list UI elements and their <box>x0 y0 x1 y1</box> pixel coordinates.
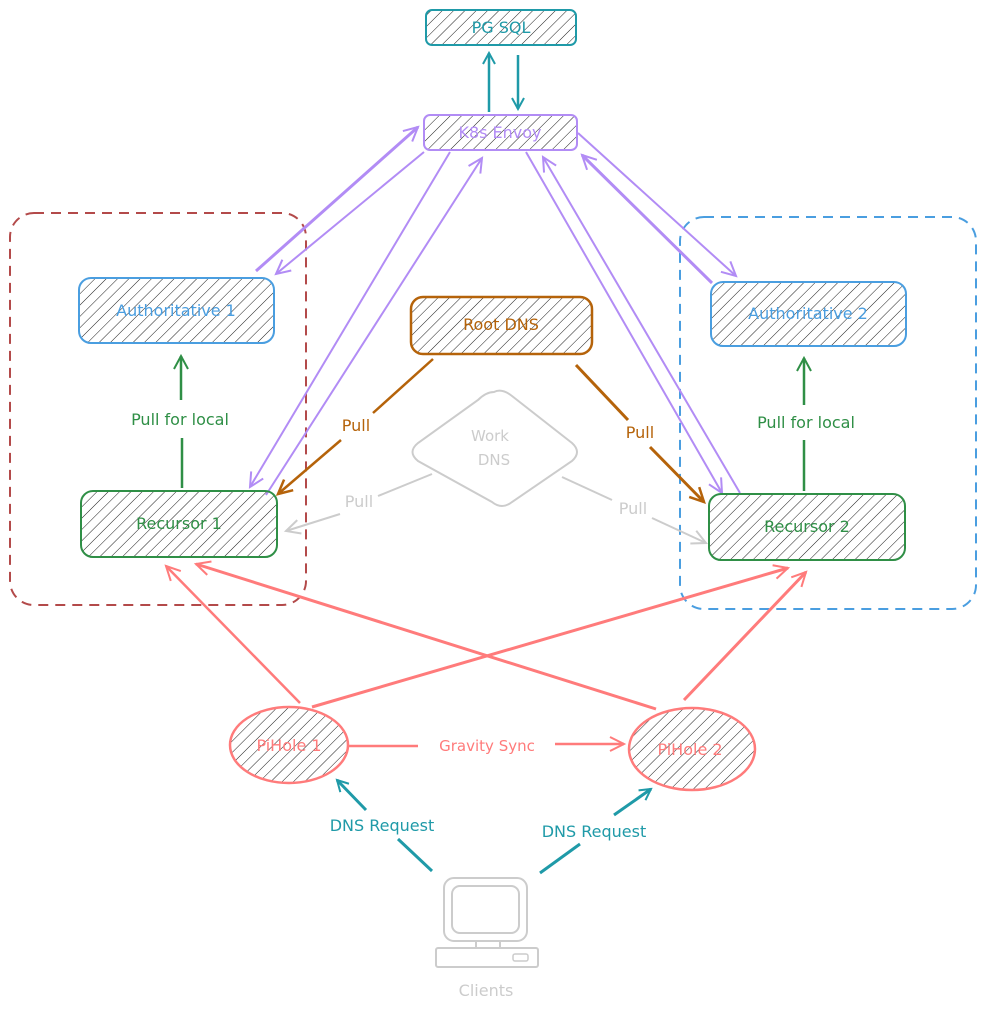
clients-label: Clients <box>459 981 514 1000</box>
group-2-boundary <box>679 216 977 610</box>
edge-envoy-to-rec2 <box>525 151 724 495</box>
node-work-dns-label-line1: Work <box>471 427 509 445</box>
node-authoritative-2[interactable]: Authoritative 2 <box>710 281 907 347</box>
edge-pihole1-to-rec1 <box>164 564 301 704</box>
node-root-dns-label: Root DNS <box>463 315 539 334</box>
edge-envoy-to-auth1 <box>274 151 425 276</box>
edge-root-to-rec2-a <box>574 363 630 422</box>
node-pgsql[interactable]: PG SQL <box>425 9 577 46</box>
edge-root-to-rec2-b <box>648 445 706 504</box>
node-envoy[interactable]: K8s Envoy <box>423 114 578 151</box>
node-root-dns[interactable]: Root DNS <box>409 295 594 356</box>
edge-pihole2-to-rec2 <box>682 570 808 702</box>
edge-auth2-to-envoy <box>580 153 714 285</box>
node-authoritative-1-label: Authoritative 1 <box>116 301 236 320</box>
node-pihole-2[interactable]: PiHole 2 <box>627 706 757 792</box>
edge-clients-to-pihole2-b <box>613 787 651 817</box>
edge-label-root-pull-1: Pull <box>342 416 370 435</box>
edge-clients-to-pihole2-a <box>539 842 581 875</box>
edge-work-to-rec1-b <box>283 513 341 535</box>
node-envoy-label: K8s Envoy <box>458 123 541 142</box>
node-authoritative-2-label: Authoritative 2 <box>748 304 868 323</box>
computer-icon[interactable] <box>435 877 539 968</box>
node-recursor-1[interactable]: Recursor 1 <box>80 490 278 558</box>
edge-envoy-to-rec1 <box>248 151 451 489</box>
node-authoritative-1[interactable]: Authoritative 1 <box>78 277 275 344</box>
group-1-boundary <box>9 212 307 606</box>
edge-envoy-to-auth2 <box>577 132 738 278</box>
node-recursor-2[interactable]: Recursor 2 <box>708 493 906 561</box>
node-pihole-1[interactable]: PiHole 1 <box>228 705 350 785</box>
node-recursor-1-label: Recursor 1 <box>136 514 222 533</box>
edge-root-to-rec1-a <box>372 358 434 414</box>
edge-rec2-to-envoy <box>541 155 741 494</box>
edge-label-dns-request-1: DNS Request <box>330 816 435 835</box>
edge-rec1-to-envoy <box>265 156 484 496</box>
node-pihole-1-label: PiHole 1 <box>256 736 321 755</box>
node-work-dns-label-line2: DNS <box>478 451 510 469</box>
node-recursor-2-label: Recursor 2 <box>764 517 850 536</box>
edge-label-dns-request-2: DNS Request <box>542 822 647 841</box>
edge-clients-to-pihole1-b <box>337 780 368 812</box>
edge-label-root-pull-2: Pull <box>626 423 654 442</box>
edge-work-to-rec2-b <box>651 517 709 545</box>
edge-clients-to-pihole1-a <box>396 837 434 873</box>
edge-work-to-rec1-a <box>377 473 433 497</box>
edge-label-pull-for-local-1: Pull for local <box>131 410 229 429</box>
edge-work-to-rec2-a <box>561 476 613 501</box>
edge-label-gravity-sync: Gravity Sync <box>439 737 535 755</box>
edge-auth1-to-envoy <box>255 125 420 273</box>
edge-label-work-pull-1: Pull <box>345 492 373 511</box>
edge-pihole2-to-rec1 <box>193 560 657 711</box>
node-pgsql-label: PG SQL <box>472 18 531 37</box>
node-pihole-2-label: PiHole 2 <box>657 740 722 759</box>
node-work-dns[interactable]: Work DNS <box>411 389 578 507</box>
edge-root-to-rec1-b <box>275 439 342 496</box>
edge-label-work-pull-2: Pull <box>619 499 647 518</box>
edge-pihole1-to-rec2 <box>311 564 791 709</box>
edge-label-pull-for-local-2: Pull for local <box>757 413 855 432</box>
